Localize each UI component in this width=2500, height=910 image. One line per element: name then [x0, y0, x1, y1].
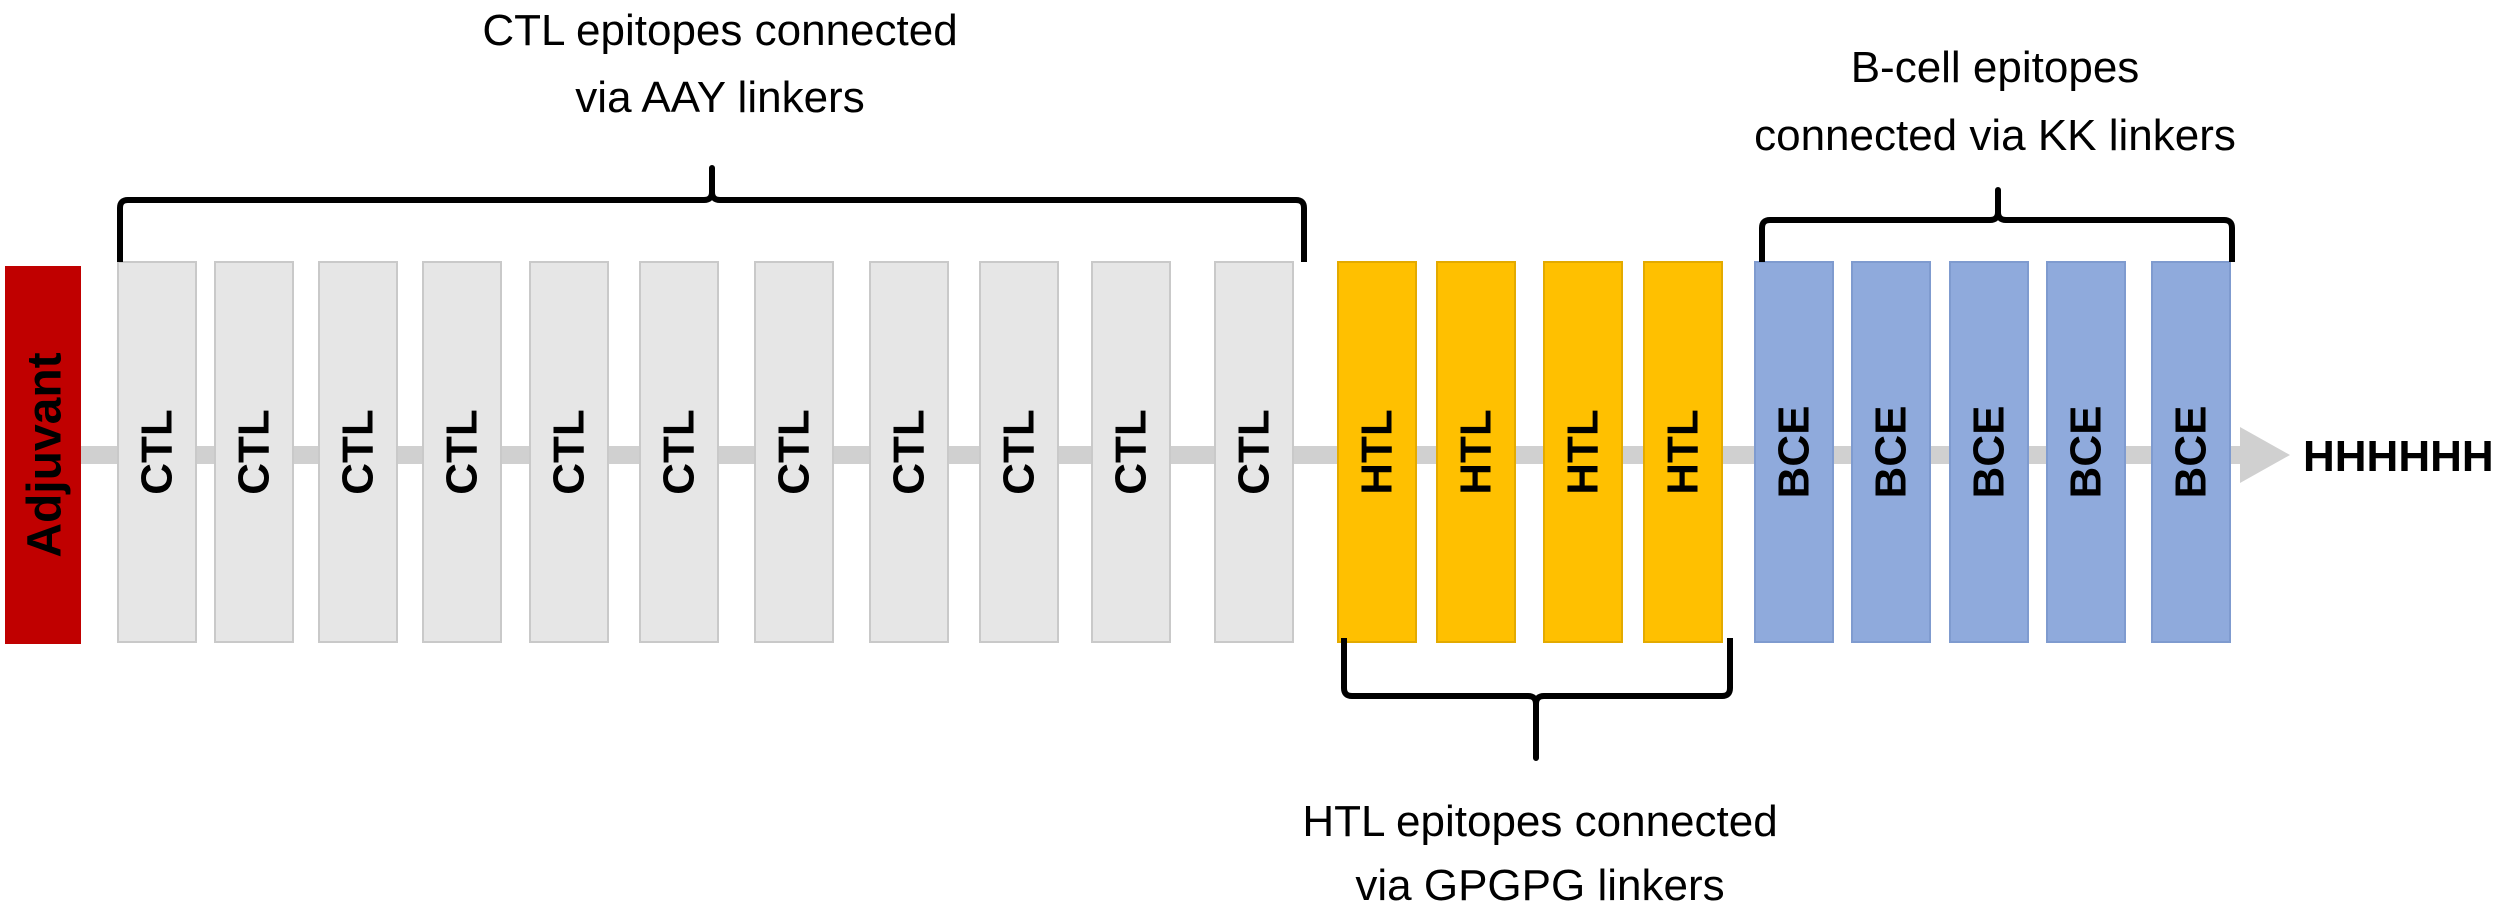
- bce-segment: BCE: [1949, 261, 2029, 643]
- htl-caption-line-1: HTL epitopes connected: [1302, 797, 1777, 846]
- ctl-segment: CTL: [529, 261, 609, 643]
- ctl-segment: CTL: [422, 261, 502, 643]
- ctl-caption-line-2: via AAY linkers: [575, 73, 864, 122]
- bce-segment: BCE: [2046, 261, 2126, 643]
- bce-segment-label: BCE: [2167, 406, 2216, 499]
- htl-segment: HTL: [1337, 261, 1417, 643]
- bce-segment-label: BCE: [1867, 406, 1916, 499]
- ctl-segment-box: [639, 261, 719, 643]
- ctl-segment-box: [422, 261, 502, 643]
- htl-caption: HTL epitopes connected via GPGPG linkers: [1302, 797, 1777, 910]
- ctl-segment: CTL: [1214, 261, 1294, 643]
- ctl-segment: CTL: [318, 261, 398, 643]
- ctl-segment: CTL: [754, 261, 834, 643]
- adjuvant-label: Adjuvant: [19, 352, 72, 557]
- ctl-segment: CTL: [1091, 261, 1171, 643]
- bce-segment-box: [2151, 261, 2231, 643]
- htl-group-brace: [1341, 638, 1733, 761]
- htl-segment-label: HTL: [1353, 409, 1402, 495]
- ctl-segment-box: [214, 261, 294, 643]
- ctl-segment-box: [754, 261, 834, 643]
- bce-segment-label: BCE: [1965, 406, 2014, 499]
- ctl-segment-label: CTL: [885, 409, 934, 495]
- ctl-epitope-group: CTL CTL CTL CTL CTL CTL CTL CTL CTL CTL CTL: [117, 261, 1294, 643]
- ctl-segment-label: CTL: [770, 409, 819, 495]
- ctl-segment-label: CTL: [133, 409, 182, 495]
- ctl-segment-label: CTL: [438, 409, 487, 495]
- bce-segment-box: [2046, 261, 2126, 643]
- ctl-caption-line-1: CTL epitopes connected: [482, 6, 957, 55]
- ctl-segment: CTL: [214, 261, 294, 643]
- htl-caption-line-2: via GPGPG linkers: [1355, 861, 1724, 910]
- ctl-segment-box: [979, 261, 1059, 643]
- ctl-segment-label: CTL: [655, 409, 704, 495]
- ctl-segment-label: CTL: [334, 409, 383, 495]
- his-tag-label: HHHHHH: [2303, 432, 2494, 481]
- ctl-segment-label: CTL: [1230, 409, 1279, 495]
- ctl-segment-box: [1214, 261, 1294, 643]
- bce-caption: B-cell epitopes connected via KK linkers: [1754, 43, 2236, 160]
- ctl-segment-box: [869, 261, 949, 643]
- bce-segment-box: [1949, 261, 2029, 643]
- ctl-segment-box: [318, 261, 398, 643]
- ctl-segment-box: [117, 261, 197, 643]
- bce-segment: BCE: [1754, 261, 1834, 643]
- bce-epitope-group: BCE BCE BCE BCE BCE: [1754, 261, 2231, 643]
- bce-segment: BCE: [2151, 261, 2231, 643]
- bce-segment-box: [1754, 261, 1834, 643]
- htl-segment-box: [1643, 261, 1723, 643]
- htl-segment-box: [1337, 261, 1417, 643]
- ctl-segment-box: [1091, 261, 1171, 643]
- htl-segment-label: HTL: [1659, 409, 1708, 495]
- htl-segment: HTL: [1436, 261, 1516, 643]
- ctl-segment-label: CTL: [230, 409, 279, 495]
- bce-segment-box: [1851, 261, 1931, 643]
- bce-caption-line-1: B-cell epitopes: [1851, 43, 2140, 92]
- bce-caption-line-2: connected via KK linkers: [1754, 111, 2236, 160]
- bce-segment: BCE: [1851, 261, 1931, 643]
- ctl-segment: CTL: [117, 261, 197, 643]
- htl-epitope-group: HTL HTL HTL HTL: [1337, 261, 1723, 643]
- htl-segment-label: HTL: [1559, 409, 1608, 495]
- ctl-segment-label: CTL: [1107, 409, 1156, 495]
- ctl-caption: CTL epitopes connected via AAY linkers: [482, 6, 957, 122]
- adjuvant-rect: [5, 266, 81, 644]
- ctl-segment: CTL: [979, 261, 1059, 643]
- ctl-segment-box: [529, 261, 609, 643]
- htl-segment-box: [1436, 261, 1516, 643]
- bce-segment-label: BCE: [2062, 406, 2111, 499]
- htl-segment-box: [1543, 261, 1623, 643]
- htl-segment: HTL: [1643, 261, 1723, 643]
- bce-group-brace: [1759, 187, 2235, 262]
- ctl-segment: CTL: [639, 261, 719, 643]
- bce-segment-label: BCE: [1770, 406, 1819, 499]
- ctl-group-brace: [117, 165, 1307, 262]
- ctl-segment: CTL: [869, 261, 949, 643]
- backbone-arrowhead: [2240, 427, 2290, 483]
- htl-segment: HTL: [1543, 261, 1623, 643]
- adjuvant-block: Adjuvant: [5, 266, 81, 644]
- htl-segment-label: HTL: [1452, 409, 1501, 495]
- ctl-segment-label: CTL: [545, 409, 594, 495]
- ctl-segment-label: CTL: [995, 409, 1044, 495]
